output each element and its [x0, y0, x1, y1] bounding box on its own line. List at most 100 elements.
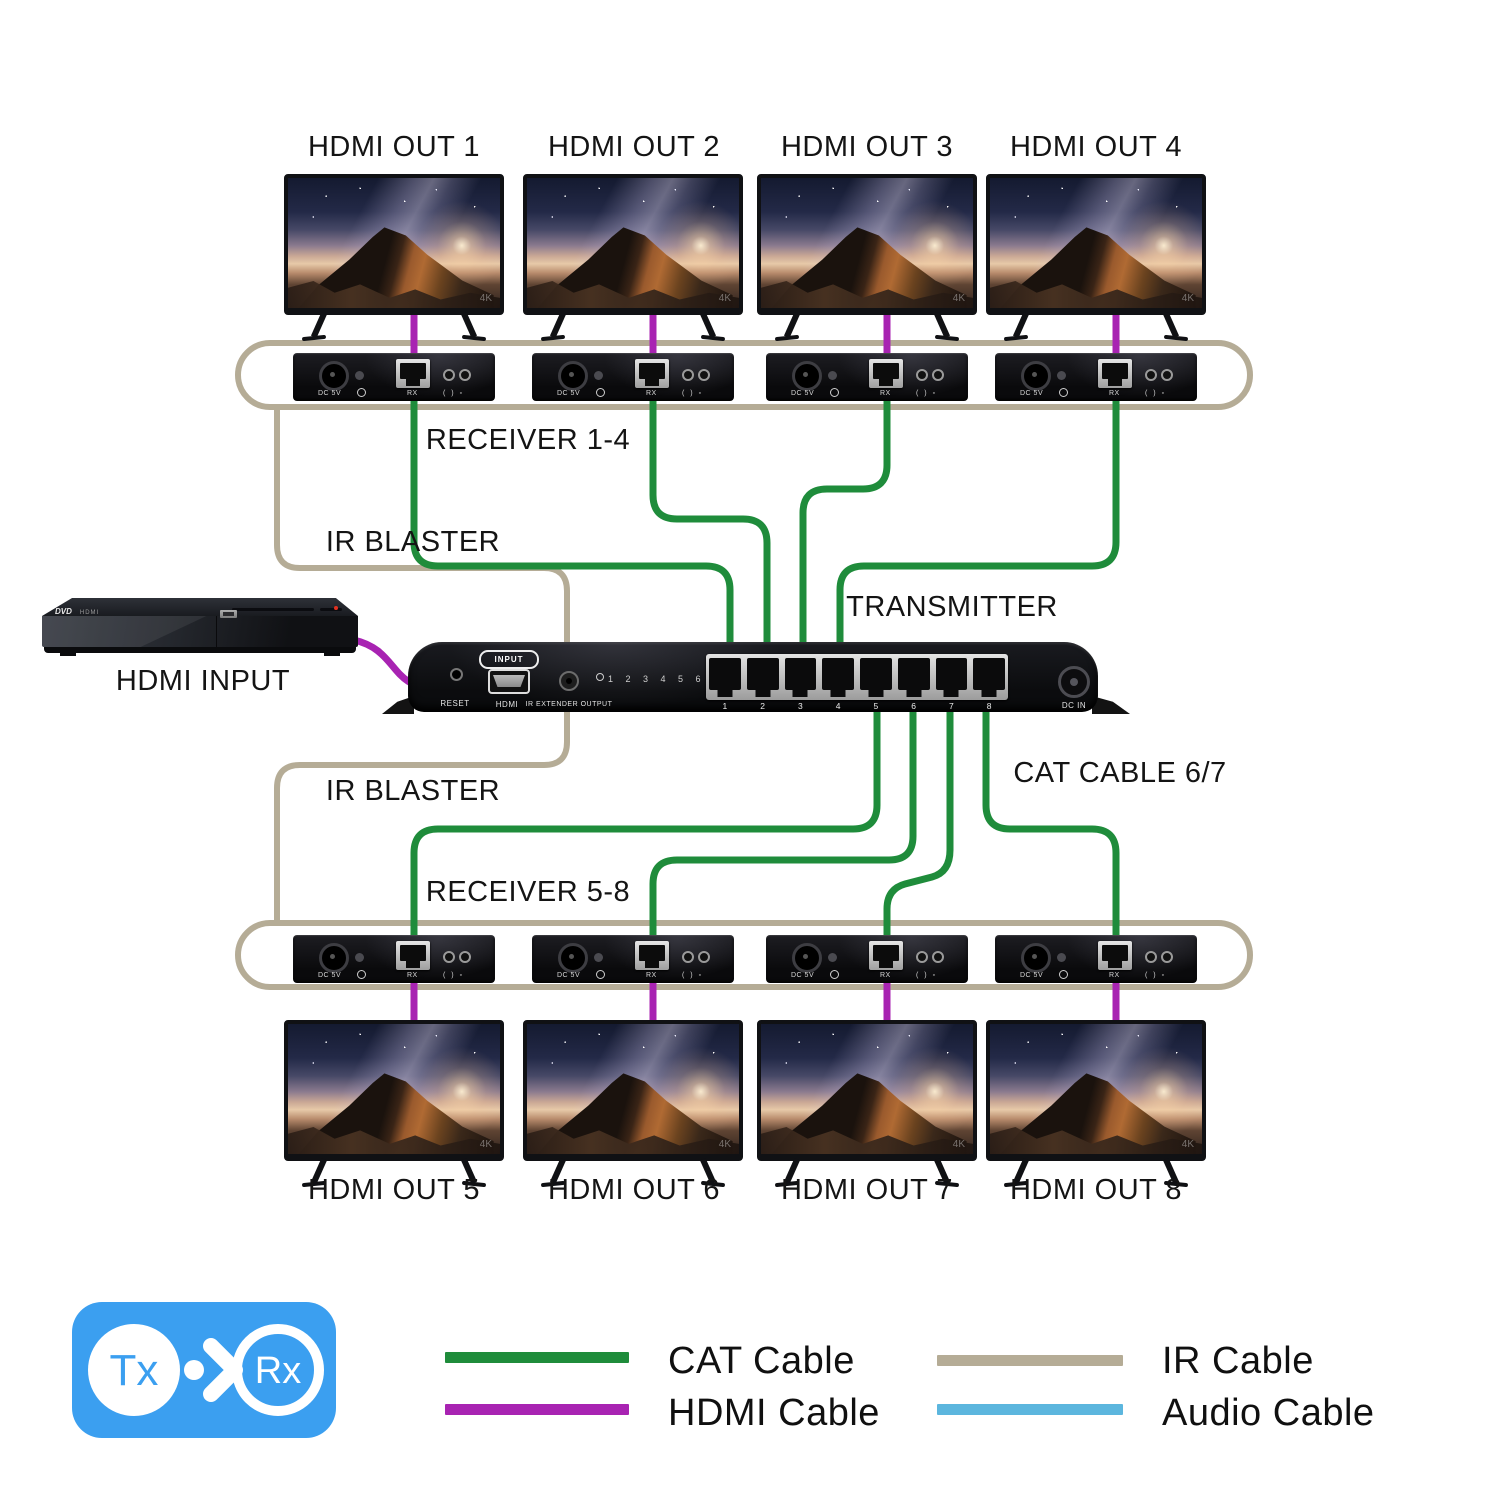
rj45-port-3: [784, 658, 817, 690]
receiver-8: DC 5V RX ( ) ▫: [995, 935, 1197, 983]
receiver-3: DC 5V RX ( ) ▫: [766, 353, 968, 401]
tv-6: 4K: [523, 1020, 743, 1196]
tx-rx-logo: Tx Rx: [72, 1302, 336, 1438]
rj45-port-block: [706, 654, 1008, 700]
hdmi-out-7-label: HDMI OUT 7: [780, 1174, 954, 1206]
hdmi-input-port: [488, 669, 530, 694]
hdmi-out-8-label: HDMI OUT 8: [1009, 1174, 1183, 1206]
tv-watermark: 4K: [479, 293, 492, 304]
led-icons-label: ( ) ▫: [443, 390, 465, 397]
reset-label: RESET: [440, 699, 470, 708]
reset-button: [450, 668, 463, 681]
power-icon: [596, 673, 604, 681]
ir-extender-label: IR EXTENDER OUTPUT: [525, 701, 613, 708]
tx-circle: [88, 1324, 180, 1416]
hdmi-logo: HDMI: [79, 610, 100, 616]
ir-blaster-bottom-label: IR BLASTER: [325, 775, 501, 807]
transmitter-unit: RESET INPUT HDMI IR EXTENDER OUTPUT 1 2 …: [408, 642, 1098, 712]
tx-text: Tx: [110, 1346, 159, 1395]
tv-foot: [301, 334, 327, 342]
disc-tray: [231, 608, 314, 611]
cat-cable-rx8: [982, 706, 1120, 942]
input-label: INPUT: [479, 650, 539, 669]
cat-cable-rx7: [883, 706, 954, 942]
cat-cable-rx5: [410, 706, 881, 942]
legend-swatch-hdmi-cable: [445, 1404, 629, 1415]
cat-cable-rx3: [799, 396, 891, 650]
rj45-port-4: [822, 658, 854, 690]
power-icon: [357, 388, 366, 397]
receiver-group-top-label: RECEIVER 1-4: [425, 424, 631, 456]
tv-7: 4K: [757, 1020, 977, 1196]
hdmi-out-6-label: HDMI OUT 6: [547, 1174, 721, 1206]
dc-in-label: DC IN: [1061, 701, 1087, 710]
rx-ring: [232, 1324, 324, 1416]
hdmi-out-2-label: HDMI OUT 2: [547, 131, 721, 163]
transmitter-label: TRANSMITTER: [846, 591, 1058, 623]
receiver-6: DC 5V RX ( ) ▫: [532, 935, 734, 983]
ir-cable-loop-top: [235, 340, 1253, 410]
hdmi-out-4-label: HDMI OUT 4: [1009, 131, 1183, 163]
tv-screen: 4K: [288, 178, 500, 308]
tv-8: 4K: [986, 1020, 1206, 1196]
tv-foot: [461, 334, 487, 342]
hdmi-out-3-label: HDMI OUT 3: [780, 131, 954, 163]
receiver-group-bottom-label: RECEIVER 5-8: [425, 876, 631, 908]
receiver-2: DC 5V RX ( ) ▫: [532, 353, 734, 401]
rx-label: RX: [407, 390, 418, 397]
tv-frame: 4K: [284, 174, 504, 315]
tv-5: 4K: [284, 1020, 504, 1196]
led-status-row: 1 2 3 4 5 6 7 8: [596, 673, 736, 684]
rx-port: [396, 359, 430, 388]
power-led: [334, 606, 338, 610]
arrow-dot: [184, 1360, 204, 1380]
usb-port: [220, 610, 237, 618]
rj45-port-1: [709, 658, 741, 690]
tv-2: 4K: [523, 174, 743, 350]
legend-ir-cable-label: IR Cable: [1162, 1340, 1314, 1382]
ir-extender-jack: [559, 671, 579, 691]
legend-cat-cable-label: CAT Cable: [668, 1340, 855, 1382]
rj45-port-7: [935, 658, 968, 690]
rj45-port-6: [897, 658, 930, 690]
legend-swatch-ir-cable: [937, 1355, 1123, 1366]
hdmi-out-1-label: HDMI OUT 1: [307, 131, 481, 163]
dvd-foot: [60, 653, 76, 656]
ir-blaster-top-label: IR BLASTER: [325, 526, 501, 558]
receiver-5: DC 5V RX ( ) ▫: [293, 935, 495, 983]
rj45-port-5: [860, 658, 892, 690]
cat-cable-rx2: [649, 396, 771, 650]
ir-cable-top-drop: [274, 404, 570, 648]
dvd-base: [44, 647, 356, 653]
rj45-port-8: [973, 658, 1005, 690]
receiver-1: DC 5V RX ( ) ▫: [293, 353, 495, 401]
ir-cable-loop-bottom: [235, 920, 1253, 990]
dvd-buttons: [320, 608, 343, 611]
led-indicator: [355, 371, 364, 380]
dc-in-jack: [1058, 666, 1090, 698]
tv-4: 4K: [986, 174, 1206, 350]
legend-audio-cable-label: Audio Cable: [1162, 1392, 1375, 1434]
cat-cable-rx1: [410, 396, 734, 650]
dvd-top-face: [42, 598, 358, 616]
rx-text: Rx: [255, 1350, 301, 1392]
hdmi-port-label: HDMI: [495, 700, 519, 709]
hdmi-input-label: HDMI INPUT: [115, 665, 291, 697]
tv-3: 4K: [757, 174, 977, 350]
dvd-player: DVD HDMI: [42, 598, 358, 656]
legend-swatch-cat-cable: [445, 1352, 629, 1363]
cat-cable-label: CAT CABLE 6/7: [1013, 757, 1227, 789]
cat-cable-rx4: [836, 396, 1120, 650]
rj45-port-2: [746, 658, 779, 690]
receiver-7: DC 5V RX ( ) ▫: [766, 935, 968, 983]
legend-hdmi-cable-label: HDMI Cable: [668, 1392, 880, 1434]
dc-power-jack: [319, 361, 349, 391]
hdmi-out-5-label: HDMI OUT 5: [307, 1174, 481, 1206]
led-indicator: [459, 369, 471, 381]
dvd-front-face: [42, 616, 358, 647]
tv-1: 4K: [284, 174, 504, 350]
led-indicator: [443, 369, 455, 381]
